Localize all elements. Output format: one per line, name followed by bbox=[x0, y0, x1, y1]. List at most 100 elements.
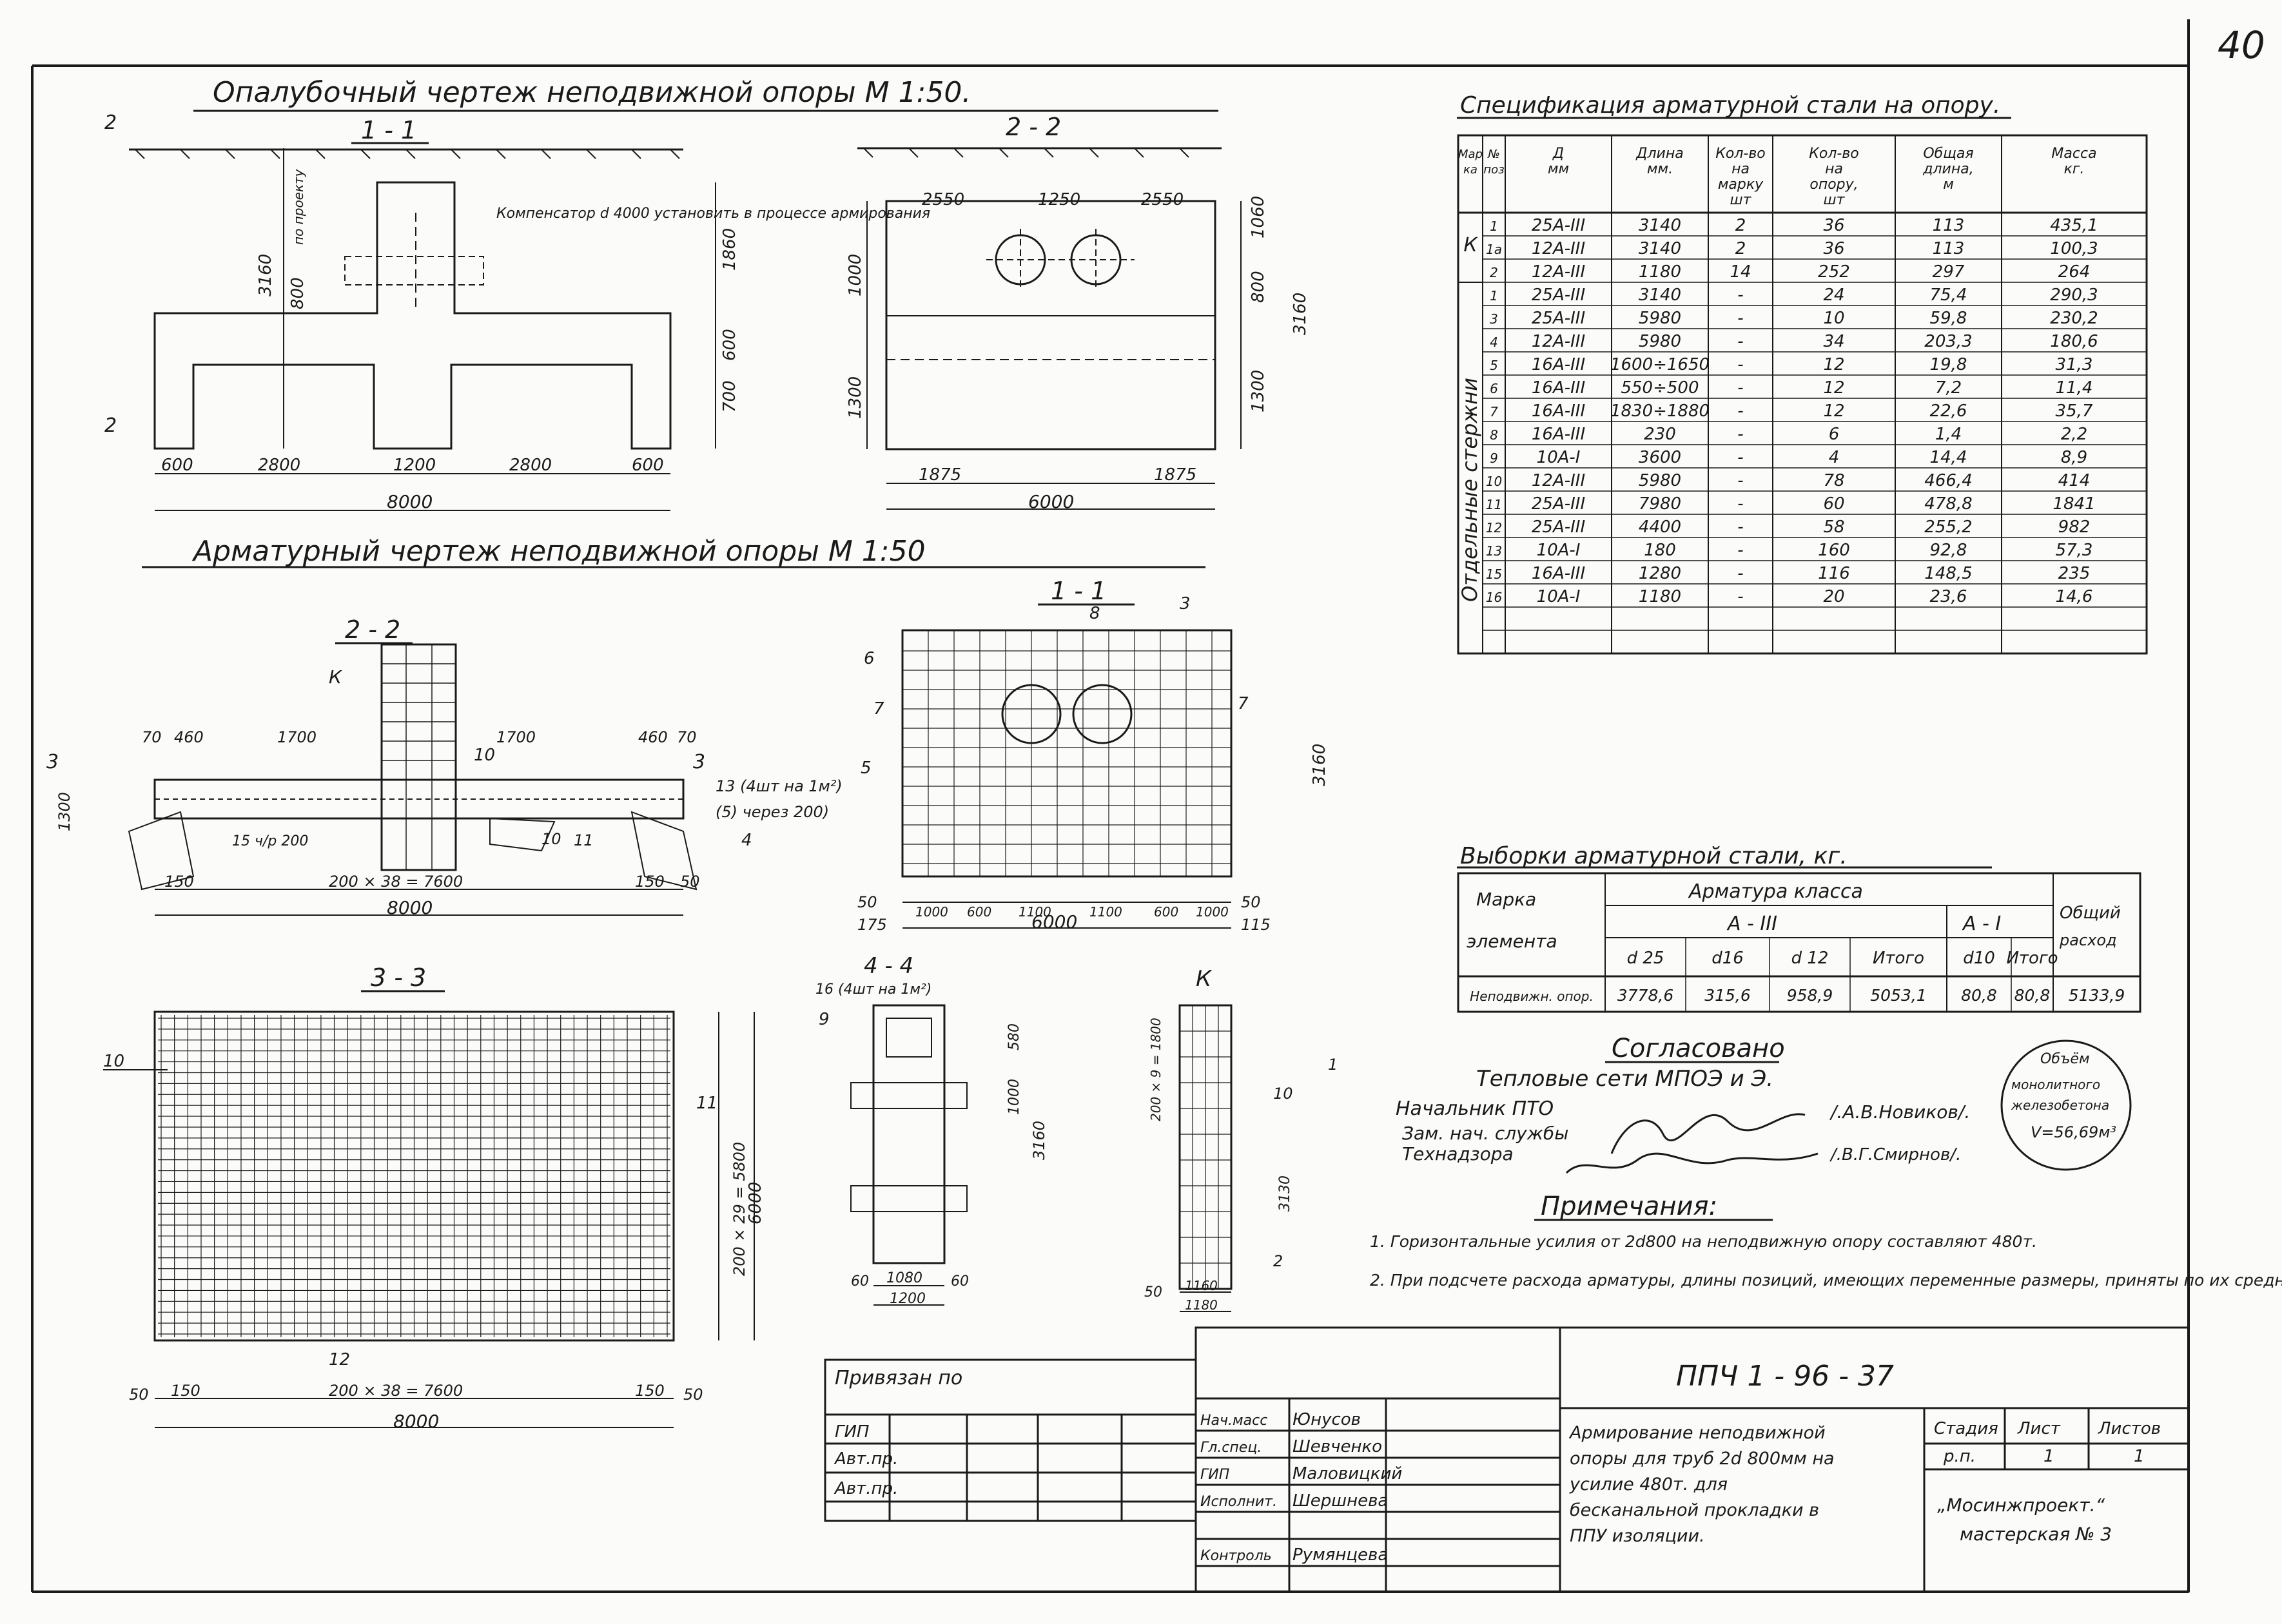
svg-text:600: 600 bbox=[1154, 904, 1178, 920]
spec-cell: 12А-III bbox=[1532, 239, 1585, 258]
svg-text:10: 10 bbox=[1273, 1085, 1293, 1103]
tb-name: Румянцева bbox=[1292, 1545, 1388, 1565]
spec-cell: 25А-III bbox=[1532, 216, 1585, 235]
svg-text:460: 460 bbox=[638, 728, 668, 746]
svg-text:460: 460 bbox=[174, 728, 204, 746]
spec-cell: 1180 bbox=[1639, 262, 1681, 282]
bound-row: Авт.пр. bbox=[834, 1479, 898, 1498]
spec-cell: 113 bbox=[1933, 216, 1965, 235]
spec-cell: 20 bbox=[1823, 587, 1844, 606]
spec-cell: 60 bbox=[1823, 494, 1844, 514]
spec-cell: 12 bbox=[1486, 520, 1502, 536]
spec-cell: 25А-III bbox=[1532, 494, 1585, 514]
spec-header: опору, bbox=[1809, 177, 1858, 193]
sheet-frame bbox=[31, 19, 2190, 1593]
spec-cell: 3140 bbox=[1639, 285, 1681, 305]
svg-text:1100: 1100 bbox=[1019, 904, 1051, 920]
rebar-section-2-2: 2 - 2 70 460 1700 1700 460 70 К 10 13 (4… bbox=[46, 615, 843, 918]
spec-header: мм. bbox=[1647, 161, 1673, 177]
spec-header: на bbox=[1825, 161, 1843, 177]
svg-text:1080: 1080 bbox=[886, 1270, 922, 1286]
mesh-grid bbox=[158, 1015, 670, 1337]
spec-cell: 1280 bbox=[1639, 564, 1681, 583]
svg-text:1875: 1875 bbox=[919, 465, 961, 485]
spec-cell: 14 bbox=[1730, 262, 1751, 282]
title-formwork: Опалубочный чертеж неподвижной опоры М 1… bbox=[213, 76, 971, 109]
svg-text:1300: 1300 bbox=[55, 792, 73, 831]
svg-text:3130: 3130 bbox=[1277, 1175, 1293, 1212]
svg-text:6000: 6000 bbox=[1028, 491, 1074, 512]
spec-header: № bbox=[1487, 148, 1500, 161]
stamp-text: V=56,69м³ bbox=[2031, 1123, 2116, 1141]
spec-cell: - bbox=[1737, 309, 1743, 328]
spec-cell: 6 bbox=[1829, 425, 1840, 444]
svg-text:1860: 1860 bbox=[720, 228, 739, 271]
sample-sub: d 25 bbox=[1627, 949, 1664, 968]
svg-text:8000: 8000 bbox=[393, 1411, 439, 1432]
stage-header: Стадия bbox=[1934, 1419, 1998, 1438]
rebar-section-3-3: 3 - 3 10 11 12 200 × 29 = 5800 6000 50 1… bbox=[103, 963, 765, 1432]
spec-cell: 414 bbox=[2058, 471, 2091, 490]
sample-col-mark: Марка bbox=[1476, 889, 1536, 910]
signature-1 bbox=[1610, 1113, 1806, 1154]
svg-text:ППУ изоляции.: ППУ изоляции. bbox=[1570, 1526, 1705, 1546]
spec-cell: 1180 bbox=[1639, 587, 1681, 606]
svg-text:150: 150 bbox=[164, 873, 194, 891]
title-sample: Выборки арматурной стали, кг. bbox=[1460, 843, 1848, 869]
spec-header: длина, bbox=[1922, 161, 1973, 177]
spec-cell: 2 bbox=[1490, 265, 1498, 280]
svg-text:50: 50 bbox=[1241, 893, 1261, 911]
svg-text:10: 10 bbox=[474, 746, 495, 765]
spec-cell: 1600÷1650 bbox=[1610, 355, 1710, 374]
sheets-value: 1 bbox=[2134, 1447, 2145, 1466]
svg-text:200 × 38 = 7600: 200 × 38 = 7600 bbox=[329, 1382, 463, 1400]
page-number: 40 bbox=[2218, 23, 2265, 67]
tb-name: Маловицкий bbox=[1292, 1464, 1402, 1484]
svg-text:3: 3 bbox=[693, 751, 705, 773]
spec-cell: 15 bbox=[1486, 566, 1502, 582]
spec-cell: 59,8 bbox=[1930, 309, 1967, 328]
spec-cell: 10А-I bbox=[1537, 448, 1581, 467]
svg-text:2550: 2550 bbox=[922, 190, 964, 209]
tb-name: Шевченко bbox=[1292, 1437, 1382, 1456]
spec-cell: 35,7 bbox=[2056, 401, 2093, 421]
spec-cell: 230 bbox=[1644, 425, 1676, 444]
svg-text:1000: 1000 bbox=[1006, 1079, 1022, 1115]
spec-cell: 31,3 bbox=[2056, 355, 2093, 374]
spec-header: Д bbox=[1552, 146, 1564, 162]
spec-cell: 255,2 bbox=[1924, 517, 1972, 537]
formwork-section-1-1: 1 - 1 Компенсатор d 4000 установить в пр… bbox=[104, 111, 930, 512]
spec-cell: 478,8 bbox=[1924, 494, 1972, 514]
svg-text:2: 2 bbox=[1273, 1252, 1283, 1270]
section-label: 1 - 1 bbox=[1051, 577, 1106, 605]
spec-cell: 57,3 bbox=[2056, 541, 2093, 560]
svg-text:2800: 2800 bbox=[258, 456, 300, 475]
spec-cell: 7 bbox=[1490, 404, 1498, 420]
svg-text:60: 60 bbox=[951, 1273, 969, 1290]
title-rebar: Арматурный чертеж неподвижной опоры М 1:… bbox=[191, 535, 926, 568]
rebar-section-4-4: 4 - 4 16 (4шт на 1м²) 9 60 1080 60 1200 … bbox=[815, 953, 1048, 1307]
sample-cell: Неподвижн. опор. bbox=[1470, 989, 1594, 1004]
svg-text:11: 11 bbox=[696, 1094, 717, 1113]
spec-header: Длина bbox=[1635, 146, 1683, 162]
spec-cell: 78 bbox=[1823, 471, 1844, 490]
spec-cell: 22,6 bbox=[1930, 401, 1967, 421]
spec-cell: 1830÷1880 bbox=[1610, 401, 1710, 421]
note-line: 1. Горизонтальные усилия от 2d800 на неп… bbox=[1370, 1232, 2037, 1251]
spec-cell: 1 bbox=[1490, 218, 1498, 234]
svg-text:13 (4шт на 1м²): 13 (4шт на 1м²) bbox=[716, 777, 843, 795]
svg-text:7: 7 bbox=[873, 699, 884, 719]
bound-row: ГИП bbox=[835, 1422, 870, 1442]
spec-cell: - bbox=[1737, 448, 1743, 467]
svg-text:580: 580 bbox=[1006, 1023, 1022, 1050]
svg-text:3160: 3160 bbox=[256, 254, 275, 296]
svg-text:200 × 9 = 1800: 200 × 9 = 1800 bbox=[1148, 1018, 1164, 1121]
spec-cell: - bbox=[1737, 494, 1743, 514]
svg-text:1200: 1200 bbox=[890, 1291, 926, 1307]
rebar-section-1-1: 1 - 1 6 7 5 7 8 3 50 175 1000 600 bbox=[857, 577, 1329, 934]
tb-role: Нач.масс bbox=[1200, 1413, 1267, 1429]
svg-text:700: 700 bbox=[720, 380, 739, 412]
spec-cell: 3600 bbox=[1639, 448, 1681, 467]
spec-cell: 36 bbox=[1823, 216, 1844, 235]
